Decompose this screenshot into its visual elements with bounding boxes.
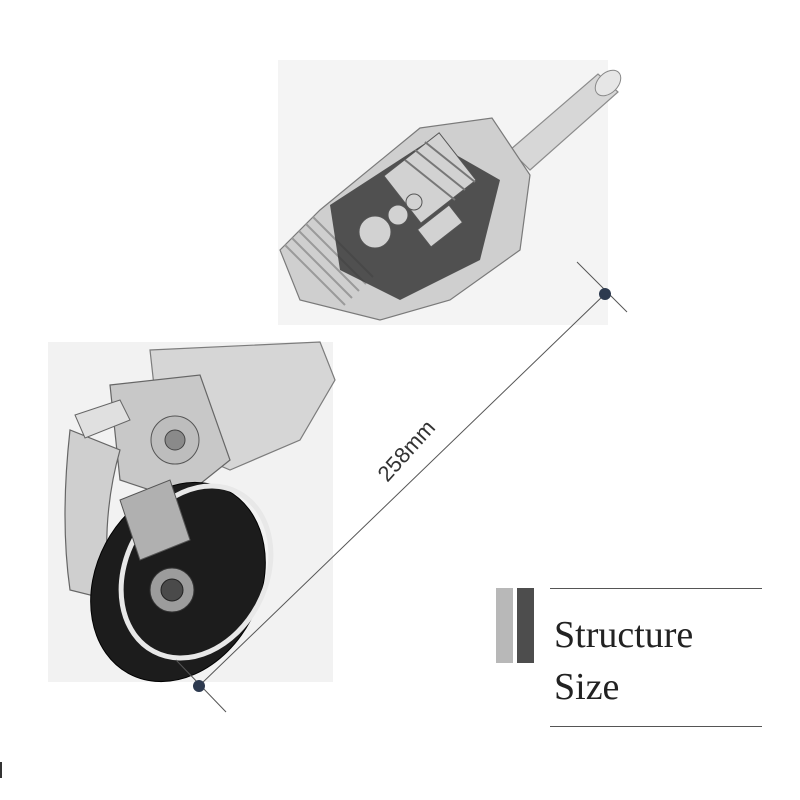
caption-line-2: Size xyxy=(554,666,620,708)
dimension-end-dot-bottom xyxy=(193,680,205,692)
dimension-end-dot-top xyxy=(599,288,611,300)
caption-rule-top xyxy=(550,588,762,589)
caption-rule-bottom xyxy=(550,726,762,727)
accent-bar-dark xyxy=(517,588,534,663)
grinder-head xyxy=(48,341,336,683)
caption-block: Structure Size xyxy=(496,588,762,728)
accent-bar-light xyxy=(496,588,513,663)
caption-line-1: Structure xyxy=(554,614,694,656)
edge-mark xyxy=(0,762,2,778)
dimension-line xyxy=(175,261,628,713)
grinder-rear-cutaway xyxy=(278,60,622,325)
